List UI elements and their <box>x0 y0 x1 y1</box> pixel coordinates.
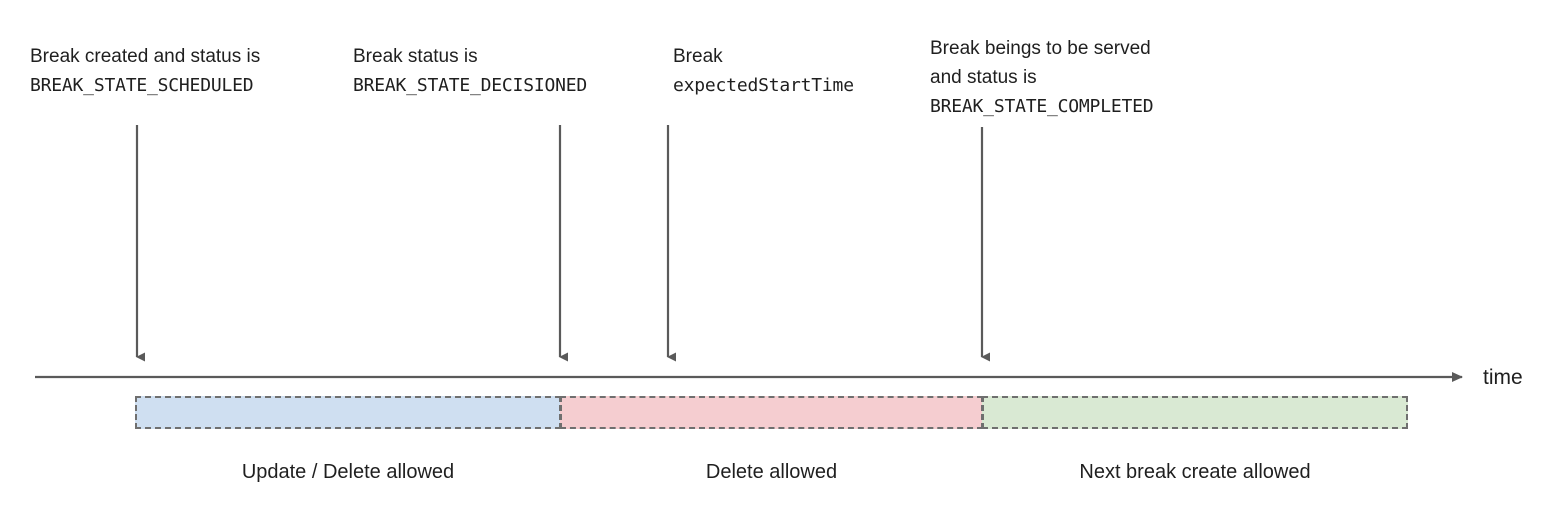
event-annotation-break-created: Break created and status is BREAK_STATE_… <box>30 42 260 100</box>
event-annotation-break-completed: Break beings to be served and status is … <box>930 34 1154 121</box>
phase-caption-next-break-create-allowed: Next break create allowed <box>1079 461 1311 483</box>
event-annotation-break-expected-start: Break expectedStartTime <box>673 42 854 100</box>
annotation-prose-line: Break <box>673 46 723 67</box>
phase-caption-update-delete-allowed: Update / Delete allowed <box>241 461 455 483</box>
annotation-prose-line: Break created and status is <box>30 46 261 67</box>
annotation-status-code: BREAK_STATE_COMPLETED <box>930 96 1154 117</box>
phase-bar-next-break-create-allowed <box>982 396 1408 429</box>
event-annotation-break-decisioned: Break status is BREAK_STATE_DECISIONED <box>353 42 587 100</box>
annotation-prose-line: Break status is <box>353 46 478 67</box>
phase-bar-delete-allowed <box>560 396 983 429</box>
annotation-field-code: expectedStartTime <box>673 75 854 96</box>
annotation-status-code: BREAK_STATE_SCHEDULED <box>30 75 254 96</box>
annotation-prose-line: and status is <box>930 67 1037 88</box>
annotation-status-code: BREAK_STATE_DECISIONED <box>353 75 588 96</box>
time-axis-label: time <box>1483 366 1523 389</box>
annotation-prose-line: Break beings to be served <box>930 38 1151 59</box>
phase-bar-update-delete-allowed <box>135 396 561 429</box>
phase-caption-delete-allowed: Delete allowed <box>705 461 838 483</box>
